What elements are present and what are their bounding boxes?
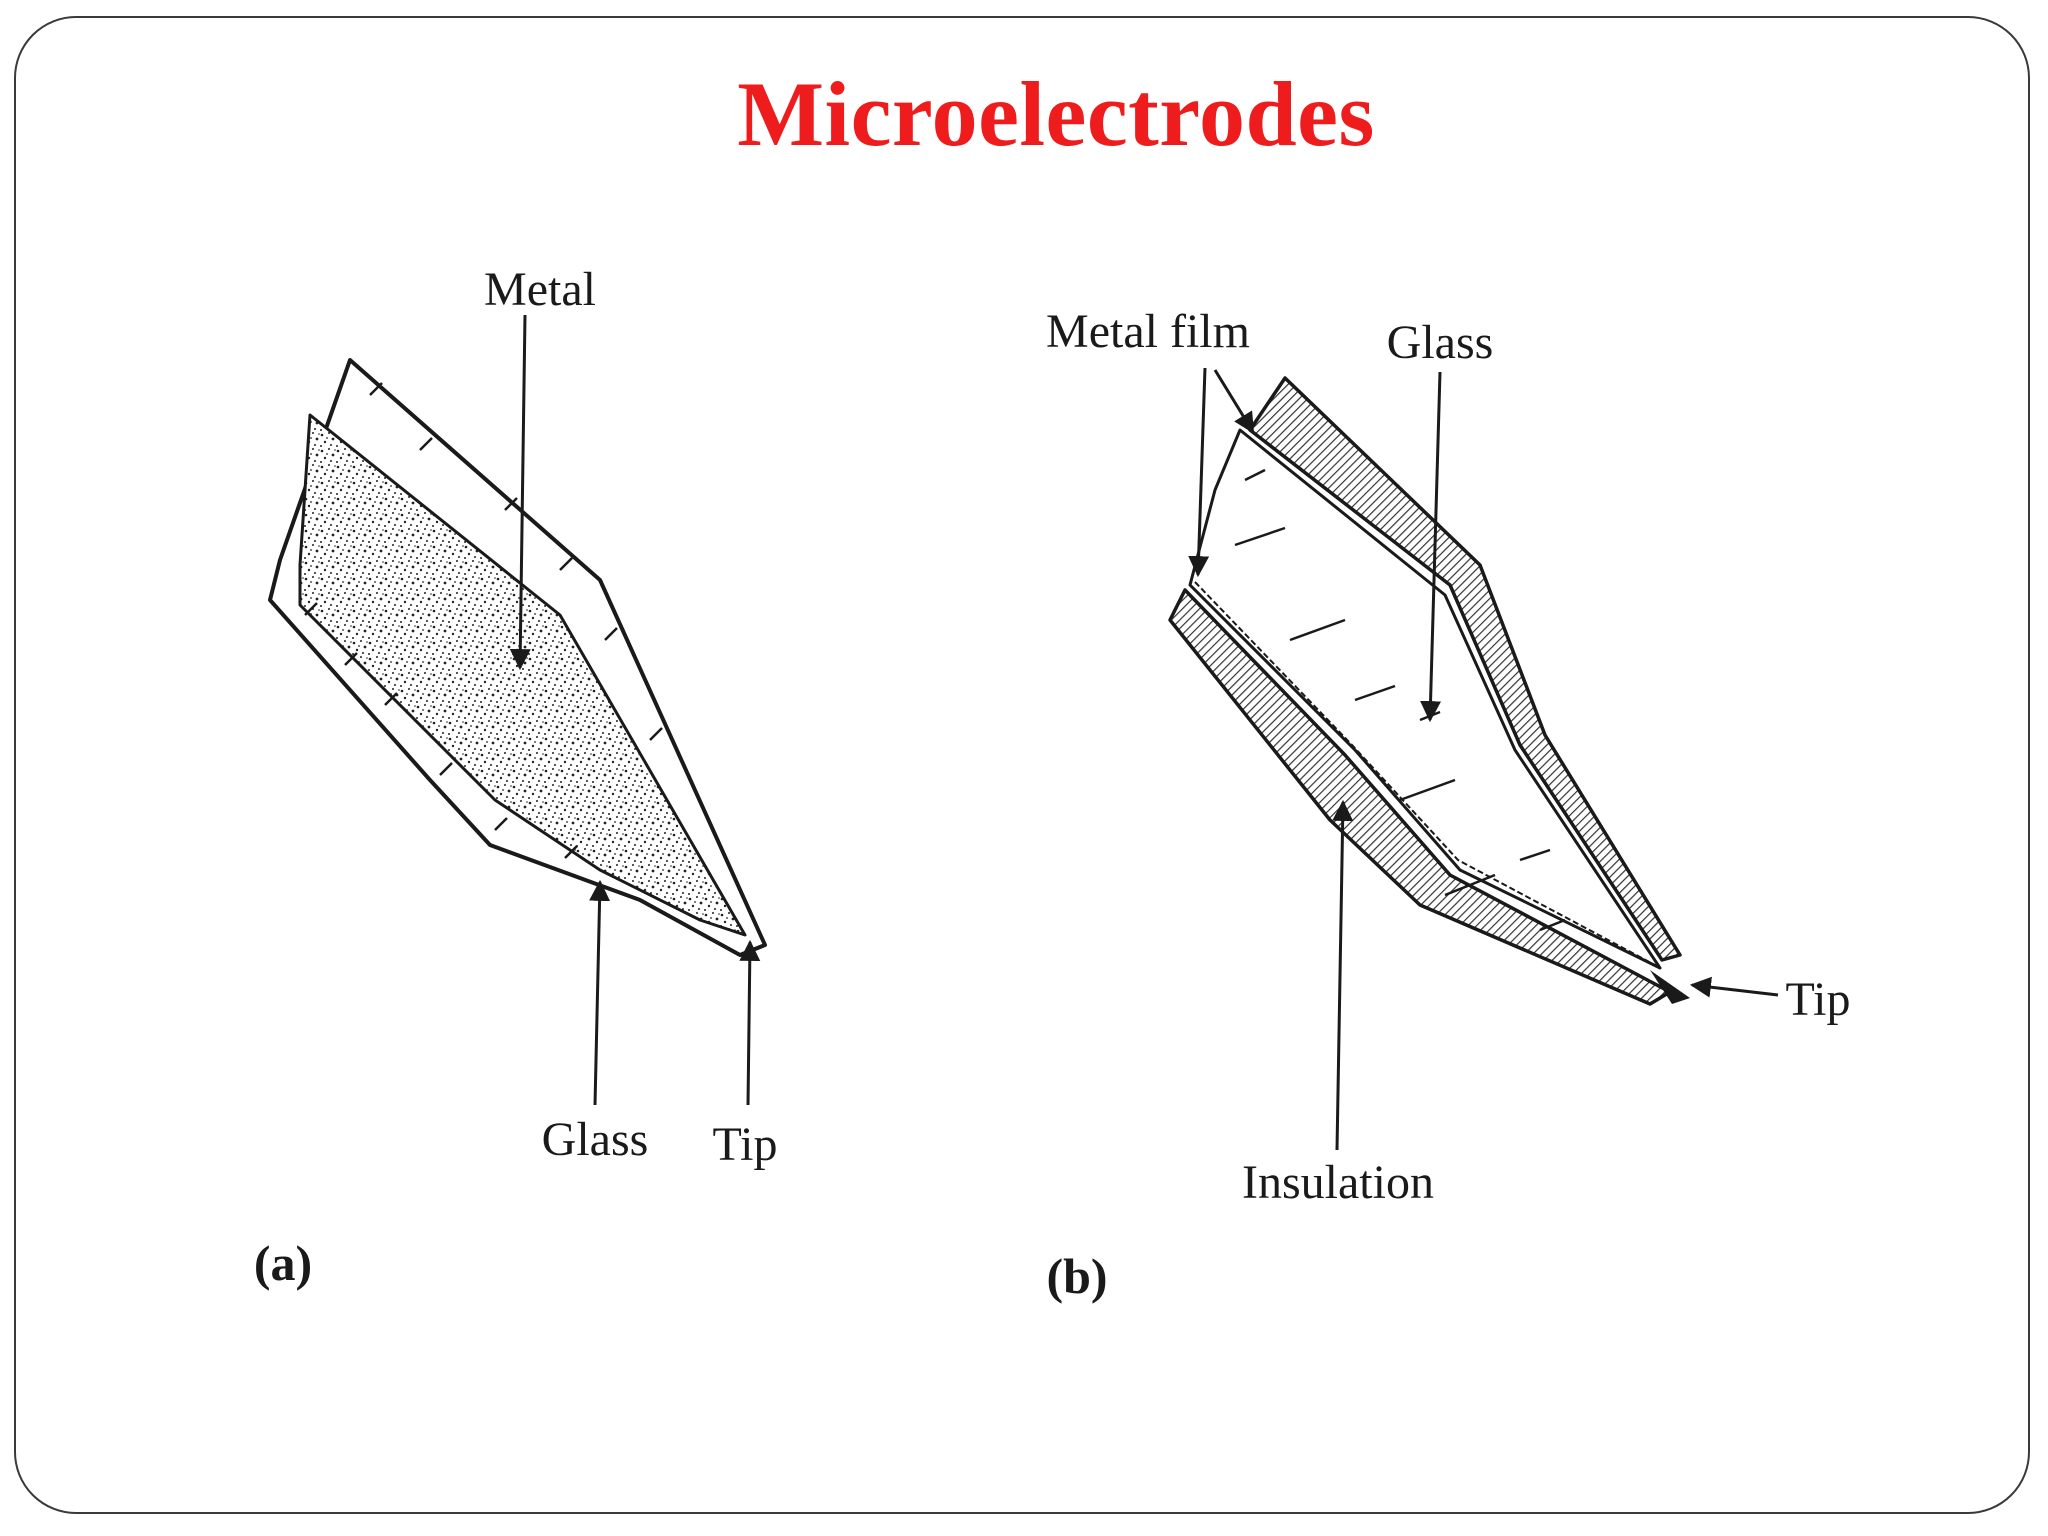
label-a-tip: Tip <box>713 1118 778 1171</box>
arrow-a-tip <box>739 939 761 1106</box>
electrode-a: Metal Glass Tip (a) <box>254 263 778 1291</box>
caption-a: (a) <box>254 1235 312 1291</box>
electrode-a-metal-core <box>298 413 747 937</box>
electrode-b-interior <box>1188 428 1662 970</box>
label-a-glass: Glass <box>542 1113 649 1166</box>
arrow-b-insulation <box>1332 799 1354 1151</box>
electrode-b-tip <box>1650 970 1690 1004</box>
electrode-b-upper-wall <box>1248 376 1682 962</box>
label-a-metal: Metal <box>484 263 596 316</box>
arrow-b-glass <box>1420 371 1442 723</box>
label-b-tip: Tip <box>1786 973 1851 1026</box>
slide-frame <box>14 16 2030 1514</box>
electrode-b: Metal film Glass Tip Insulation (b) <box>1046 305 1850 1304</box>
electrode-b-metal-film <box>1194 581 1656 966</box>
label-b-glass: Glass <box>1387 316 1494 369</box>
arrow-a-metal <box>509 314 531 671</box>
arrow-b-tip <box>1689 976 1779 998</box>
slide-title: Microelectrodes <box>737 63 1375 165</box>
label-b-metal-film: Metal film <box>1046 305 1250 358</box>
arrow-a-glass <box>589 879 611 1106</box>
arrow-b-metal-film-1 <box>1188 367 1210 578</box>
label-b-insulation: Insulation <box>1242 1156 1434 1209</box>
electrode-a-glass-ticks <box>304 382 663 859</box>
caption-b: (b) <box>1046 1248 1107 1304</box>
arrow-b-metal-film-2 <box>1213 369 1255 434</box>
electrode-b-glass-marks <box>1234 468 1566 932</box>
